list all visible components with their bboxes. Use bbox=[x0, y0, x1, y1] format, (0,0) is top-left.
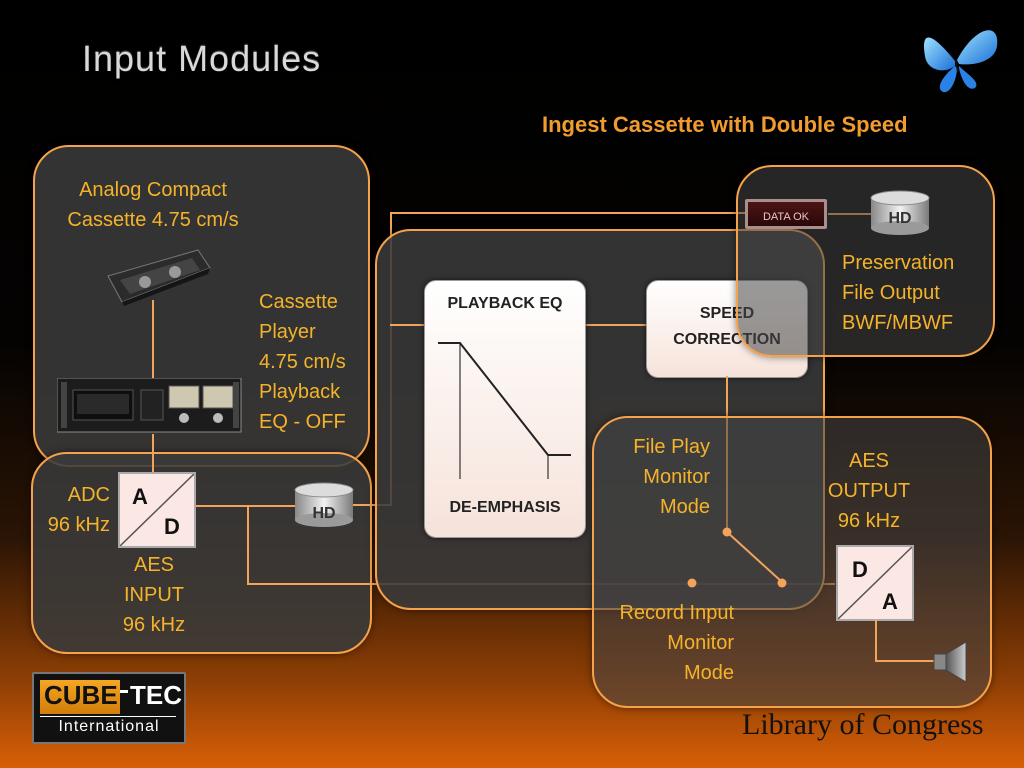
diagram-subtitle: Ingest Cassette with Double Speed bbox=[542, 112, 908, 137]
preservation-hard-drive-icon: HD bbox=[870, 190, 930, 236]
preservation-panel bbox=[736, 165, 995, 357]
cassette-tape-icon bbox=[107, 249, 211, 306]
preservation-hd-label: HD bbox=[888, 210, 912, 227]
page-title: Input Modules bbox=[82, 38, 322, 79]
logo-cube-text: CUBE bbox=[44, 680, 118, 710]
wire-adc-down bbox=[247, 505, 249, 585]
adc-bottom-letter: D bbox=[164, 514, 180, 539]
wire-eq-speed bbox=[585, 324, 647, 326]
de-emphasis-curve bbox=[438, 342, 571, 479]
dac-converter: D A bbox=[836, 545, 914, 621]
switch-file-play-node bbox=[722, 527, 732, 537]
aes-input-label: AES INPUT 96 kHz bbox=[122, 554, 186, 636]
record-input-label: Record Input Monitor Mode bbox=[619, 602, 734, 684]
wire-top-horizontal bbox=[390, 212, 746, 214]
dac-top-letter: D bbox=[852, 557, 868, 582]
aes-output-label: AES OUTPUT 96 kHz bbox=[827, 450, 911, 532]
file-play-label: File Play Monitor Mode bbox=[633, 436, 710, 518]
footer-library: Library of Congress bbox=[742, 708, 984, 741]
wire-inlet-eq bbox=[390, 324, 424, 326]
wire-hd-eq bbox=[352, 504, 392, 506]
butterfly-icon bbox=[924, 30, 998, 93]
hd-label: HD bbox=[312, 505, 336, 522]
player-label: Cassette Player 4.75 cm/s Playback EQ - … bbox=[259, 291, 346, 433]
cassette-deck-icon bbox=[57, 378, 242, 433]
adc-converter: A D bbox=[118, 472, 196, 548]
adc-label: ADC 96 kHz bbox=[47, 484, 110, 536]
data-ok-indicator: DATA OK bbox=[745, 199, 827, 229]
de-emphasis-label: DE-EMPHASIS bbox=[449, 499, 561, 516]
wire-dac-speaker bbox=[875, 660, 937, 662]
logo-tec-text: TEC bbox=[130, 680, 182, 710]
cassette-label: Analog Compact Cassette 4.75 cm/s bbox=[67, 179, 239, 231]
wire-dac-down bbox=[875, 619, 877, 661]
monitor-panel bbox=[592, 416, 992, 708]
switch-record-node bbox=[687, 578, 697, 588]
logo-intl-text: International bbox=[58, 718, 160, 735]
playback-eq-label: PLAYBACK EQ bbox=[447, 295, 563, 312]
speaker-icon bbox=[933, 641, 967, 683]
dac-bottom-letter: A bbox=[882, 589, 898, 614]
cube-tec-logo: CUBE TEC International bbox=[32, 672, 186, 744]
wire-cassette-player bbox=[152, 300, 154, 382]
monitor-switch bbox=[687, 527, 787, 588]
playback-eq-box: PLAYBACK EQ DE-EMPHASIS bbox=[424, 280, 586, 538]
preservation-label: Preservation File Output BWF/MBWF bbox=[842, 252, 955, 334]
wire-player-adc bbox=[152, 434, 154, 472]
adc-top-letter: A bbox=[132, 484, 148, 509]
hard-drive-icon: HD bbox=[294, 482, 354, 528]
switch-output-node bbox=[777, 578, 787, 588]
